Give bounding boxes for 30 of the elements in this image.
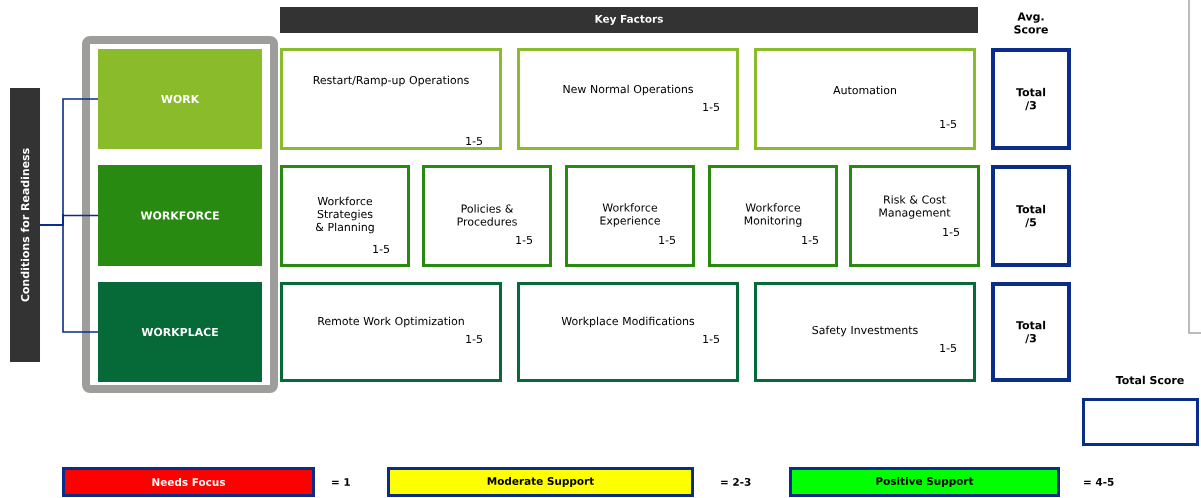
factor-box: Risk & Cost Management 1-5 [849,165,980,267]
header-bar: Key Factors [280,7,978,33]
rating-value: = 2-3 [721,478,751,486]
factor-box: Workforce Monitoring 1-5 [708,165,838,267]
factor-box: New Normal Operations 1-5 [517,48,739,150]
factor-box: Workforce Experience 1-5 [565,165,695,267]
score-box: Total /3 [991,48,1071,150]
category-box: WORKFORCE [98,165,262,266]
category-box: WORK [98,49,262,149]
factor-box: Workplace Modifications 1-5 [517,282,739,382]
rating-value: = 1 [332,478,350,486]
factor-box: Policies & Procedures 1-5 [422,165,552,267]
total-score-box: Total Score [1082,375,1199,446]
node-label: Total Score [1115,375,1184,385]
factor-box: Safety Investments 1-5 [754,282,976,382]
group-frame [82,36,278,393]
score-box: Total /3 [991,282,1071,382]
factor-box: Restart/Ramp-up Operations 1-5 [280,48,502,150]
rating-key-box: Positive Support [789,467,1060,497]
rating-key-box: Moderate Support [387,467,694,497]
score-box: Total /5 [991,165,1071,267]
rating-value: = 4-5 [1084,478,1114,486]
category-box: WORKPLACE [98,282,262,382]
factor-box: Automation 1-5 [754,48,976,150]
factor-box: Workforce Strategies & Planning 1-5 [280,165,410,267]
connector-line [39,213,99,333]
rating-key-box: Needs Focus [62,467,315,497]
factor-box: Remote Work Optimization 1-5 [280,282,502,382]
column-heading: Avg. Score [1014,12,1048,34]
side-label-bar: Conditions for Readiness [10,88,40,362]
